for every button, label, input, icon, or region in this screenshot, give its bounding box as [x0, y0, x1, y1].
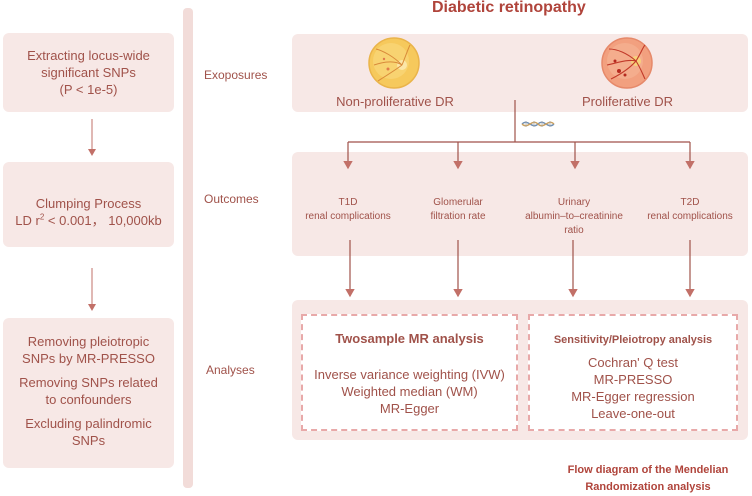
- step-clumping-line1: Clumping Process: [35, 196, 142, 211]
- dna-icon: [521, 121, 555, 127]
- step-filtering: [3, 318, 174, 468]
- sensitivity-items: Cochran' Q test MR-PRESSO MR-Egger regre…: [528, 354, 738, 422]
- step-extract-line1: Extracting locus-wide: [27, 48, 150, 63]
- label-outcomes: Outcomes: [204, 192, 259, 206]
- fundus-yellow-icon: [368, 37, 420, 89]
- outcome-uacr-line3: ratio: [564, 225, 584, 236]
- sensitivity-title: Sensitivity/Pleiotropy analysis: [553, 334, 713, 346]
- outcome-uacr-line2: albumin–to–creatinine: [525, 211, 623, 222]
- diagram-title: Diabetic retinopathy: [432, 0, 586, 16]
- outcome-t1d-line1: T1D: [338, 197, 358, 208]
- step-filtering-text: Removing pleiotropic SNPs by MR-PRESSO R…: [3, 333, 174, 449]
- outcome-t2d: T2D renal complications: [632, 196, 748, 224]
- mr-item-wm: Weighted median (WM): [341, 384, 478, 399]
- outcome-gfr: Glomerular filtration rate: [405, 196, 511, 224]
- exposures-box: [292, 34, 748, 112]
- step-filter-line2: SNPs by MR-PRESSO: [22, 351, 155, 366]
- sensitivity-panel: [528, 314, 738, 431]
- step-filter-line1: Removing pleiotropic: [27, 334, 150, 349]
- outcome-uacr: Urinary albumin–to–creatinine ratio: [515, 196, 633, 238]
- sens-item-mrpresso: MR-PRESSO: [593, 372, 673, 387]
- outcome-t2d-line2: renal complications: [647, 211, 733, 222]
- sens-item-leave-one-out: Leave-one-out: [591, 406, 675, 421]
- label-analyses: Analyses: [206, 363, 255, 377]
- step-filter-line4: to confounders: [45, 392, 132, 407]
- separator-bar: [183, 8, 193, 488]
- caption-line1: Flow diagram of the Mendelian: [567, 464, 729, 476]
- exposure-proliferative: Proliferative DR: [581, 94, 674, 109]
- outcome-t1d: T1D renal complications: [292, 196, 404, 224]
- exposure-nonproliferative: Non-proliferative DR: [336, 94, 454, 109]
- step-extract-line3: (P < 1e-5): [59, 82, 118, 97]
- mr-item-egger: MR-Egger: [379, 401, 440, 416]
- mr-analysis-title: Twosample MR analysis: [335, 331, 484, 346]
- step-filter-line3: Removing SNPs related: [19, 375, 158, 390]
- diagram-caption: Flow diagram of the Mendelian Randomizat…: [548, 462, 748, 496]
- step-extract-text: Extracting locus-wide significant SNPs (…: [3, 47, 174, 98]
- sens-item-egger-regression: MR-Egger regression: [571, 389, 695, 404]
- step-extract-snps: [3, 33, 174, 112]
- outcome-gfr-line1: Glomerular: [433, 197, 483, 208]
- outcome-uacr-line1: Urinary: [557, 197, 591, 208]
- step-clumping-text: Clumping Process LD r2 < 0.001， 10,000kb: [3, 195, 174, 229]
- sens-item-cochran: Cochran' Q test: [588, 355, 678, 370]
- mr-analysis-panel: [301, 314, 518, 431]
- outcome-gfr-line2: filtration rate: [430, 211, 486, 222]
- fundus-red-icon: [601, 37, 653, 89]
- step-extract-line2: significant SNPs: [41, 65, 136, 80]
- step-filter-line6: SNPs: [71, 433, 106, 448]
- caption-line2: Randomization analysis: [585, 481, 711, 493]
- step-clumping-line2: LD r2 < 0.001， 10,000kb: [15, 212, 162, 228]
- outcome-t1d-line2: renal complications: [305, 211, 391, 222]
- step-clumping: [3, 162, 174, 247]
- outcomes-box: [292, 152, 748, 256]
- outcome-t2d-line1: T2D: [680, 197, 700, 208]
- step-filter-line5: Excluding palindromic: [25, 416, 152, 431]
- label-exposures: Exoposures: [204, 68, 268, 82]
- mr-analysis-items: Inverse variance weighting (IVW) Weighte…: [301, 366, 518, 417]
- mr-item-ivw: Inverse variance weighting (IVW): [314, 367, 505, 382]
